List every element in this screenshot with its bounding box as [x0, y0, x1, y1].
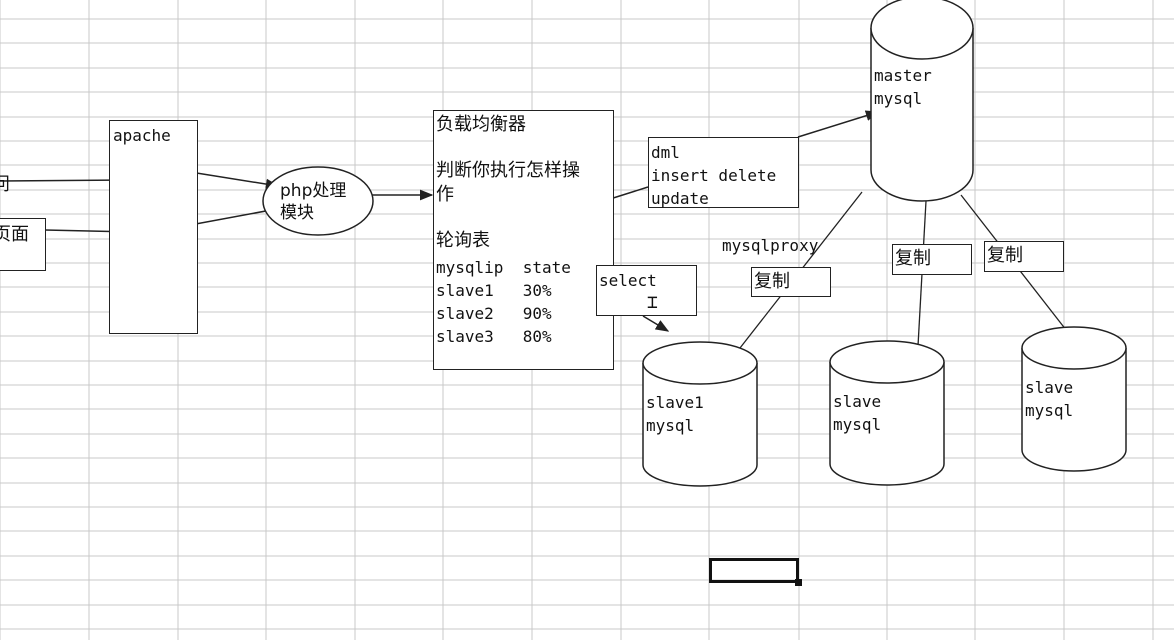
slave3-db-cylinder	[1021, 326, 1127, 472]
slave1-label-line2: mysql	[646, 416, 695, 435]
slave2-db-cylinder	[829, 340, 945, 486]
php-label-line2: 模块	[280, 203, 314, 223]
poll-table-row: slave2 90%	[436, 304, 552, 323]
slave1-label-line1: slave1	[646, 393, 704, 412]
poll-table-row: slave3 80%	[436, 327, 552, 346]
apache-box: apache	[109, 120, 198, 334]
poll-table-title: 轮询表	[436, 230, 490, 251]
php-module-ellipse	[262, 166, 374, 236]
master-label-line2: mysql	[874, 89, 923, 108]
arrow-select-to-slave1	[642, 315, 670, 332]
selected-cell[interactable]	[709, 558, 799, 583]
balancer-desc-line1: 判断你执行怎样操	[436, 160, 580, 181]
apache-label: apache	[113, 126, 171, 145]
text-cursor-icon: ⌶	[647, 292, 658, 313]
balancer-title: 负载均衡器	[436, 114, 526, 135]
arrow-request-to-apache	[0, 174, 130, 186]
page-box: 页面	[0, 218, 46, 271]
poll-table-row: slave1 30%	[436, 281, 552, 300]
fill-handle[interactable]	[795, 579, 802, 586]
php-label-line1: php处理	[280, 181, 347, 201]
slave3-label-line1: slave	[1025, 378, 1074, 397]
dml-line1: dml	[651, 143, 680, 162]
select-label: select	[599, 271, 657, 290]
dml-box: dml insert delete update	[648, 137, 799, 208]
load-balancer-box: 负载均衡器 判断你执行怎样操 作 轮询表 mysqlip state slave…	[433, 110, 614, 370]
arrow-apache-to-php	[183, 170, 280, 190]
request-label: 问	[0, 174, 10, 195]
select-box: select ⌶	[596, 265, 697, 316]
arrow-dml-to-master	[797, 110, 880, 138]
mysqlproxy-label: mysqlproxy	[722, 236, 819, 255]
dml-line3: update	[651, 189, 709, 208]
slave1-db-cylinder	[642, 341, 758, 487]
slave2-label-line2: mysql	[833, 415, 882, 434]
replicate-box-1: 复制	[751, 267, 831, 297]
dml-line2: insert delete	[651, 166, 777, 185]
slave3-label-line2: mysql	[1025, 401, 1074, 420]
poll-table-header: mysqlip state	[436, 258, 571, 277]
replicate-box-3: 复制	[984, 241, 1064, 272]
replicate-label: 复制	[754, 271, 790, 292]
master-label-line1: master	[874, 66, 932, 85]
replicate-label: 复制	[987, 245, 1023, 266]
balancer-desc-line2: 作	[436, 184, 454, 205]
master-db-cylinder	[870, 0, 974, 202]
slave2-label-line1: slave	[833, 392, 882, 411]
replicate-label: 复制	[895, 248, 931, 269]
replicate-box-2: 复制	[892, 244, 972, 275]
page-label: 页面	[0, 224, 29, 245]
